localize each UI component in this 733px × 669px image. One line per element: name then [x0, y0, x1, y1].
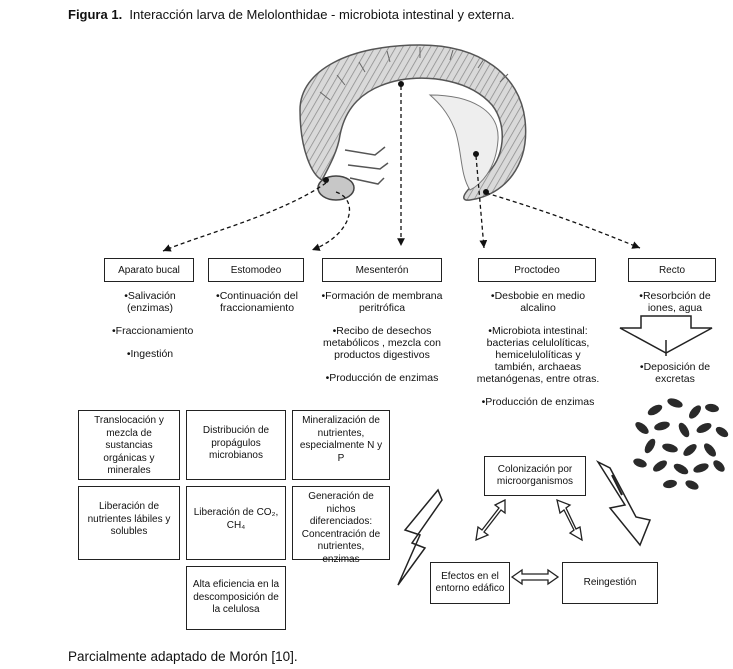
- section-box-aparato-bucal: Aparato bucal: [104, 258, 194, 282]
- section-arrows: [162, 86, 641, 252]
- figure-title: Figura 1. Interacción larva de Melolonth…: [68, 7, 515, 22]
- section-box-recto: Recto: [628, 258, 716, 282]
- bullet-item: •Producción de enzimas: [481, 396, 595, 408]
- cycle-box-reingestion: Reingestión: [562, 562, 658, 604]
- function-cell: Distribución de propágulos microbianos: [186, 410, 286, 480]
- section-box-mesenteron: Mesenterón: [322, 258, 442, 282]
- bullets-aparato-bucal: •Salivación (enzimas) •Fraccionamiento •…: [112, 290, 194, 371]
- function-cell: Mineralización de nutrientes, especialme…: [292, 410, 390, 480]
- bullet-item: •Desbobie en medio alcalino: [490, 290, 586, 314]
- section-label: Proctodeo: [514, 264, 560, 276]
- pellets-illustration: [633, 398, 729, 490]
- deposition-arrow: [619, 315, 713, 356]
- section-box-estomodeo: Estomodeo: [208, 258, 304, 282]
- bullet-item: •Deposición de excretas: [639, 361, 711, 385]
- section-box-proctodeo: Proctodeo: [478, 258, 596, 282]
- larva-illustration: [299, 44, 527, 201]
- bullet-item: •Producción de enzimas: [325, 372, 439, 384]
- cycle-box-colonizacion: Colonización por microorganismos: [484, 456, 586, 496]
- bullet-item: •Salivación (enzimas): [124, 290, 176, 314]
- section-label: Recto: [658, 264, 686, 276]
- bullet-item: •Continuación del fraccionamiento: [216, 290, 298, 314]
- bullet-item: •Resorbción de iones, agua: [639, 290, 711, 314]
- section-label: Mesenterón: [355, 264, 409, 276]
- lightning-arrows: [397, 460, 652, 586]
- bullets-proctodeo: •Desbobie en medio alcalino •Microbiota …: [474, 290, 602, 419]
- bullet-item: •Formación de membrana peritrófica: [321, 290, 443, 314]
- figure-label: Figura 1.: [68, 7, 123, 22]
- bullets-estomodeo: •Continuación del fraccionamiento: [212, 290, 302, 325]
- cycle-box-efectos: Efectos en el entorno edáfico: [430, 562, 510, 604]
- function-cell: Liberación de nutrientes lábiles y solub…: [78, 486, 180, 560]
- bullet-item: •Recibo de desechos metabólicos , mezcla…: [323, 325, 441, 361]
- section-label: Estomodeo: [230, 264, 282, 276]
- figure-title-text: Interacción larva de Melolonthidae - mic…: [129, 7, 515, 22]
- cycle-arrows: [475, 498, 583, 586]
- source-caption: Parcialmente adaptado de Morón [10].: [68, 649, 298, 664]
- function-cell: Generación de nichos diferenciados: Conc…: [292, 486, 390, 565]
- bullet-item: •Fraccionamiento: [112, 325, 194, 337]
- bullets-recto-1: •Resorbción de iones, agua: [630, 290, 720, 325]
- function-cell: Translocación y mezcla de sustancias org…: [78, 410, 180, 480]
- function-cell: Alta eficiencia en la descomposición de …: [186, 566, 286, 630]
- function-cell: Liberación de CO₂, CH₄: [186, 486, 286, 560]
- bullets-recto-2: •Deposición de excretas: [630, 361, 720, 396]
- bullets-mesenteron: •Formación de membrana peritrófica •Reci…: [316, 290, 448, 395]
- section-label: Aparato bucal: [118, 264, 180, 276]
- bullet-item: •Ingestión: [126, 348, 174, 360]
- bullet-item: •Microbiota intestinal: bacterias celulo…: [476, 325, 600, 385]
